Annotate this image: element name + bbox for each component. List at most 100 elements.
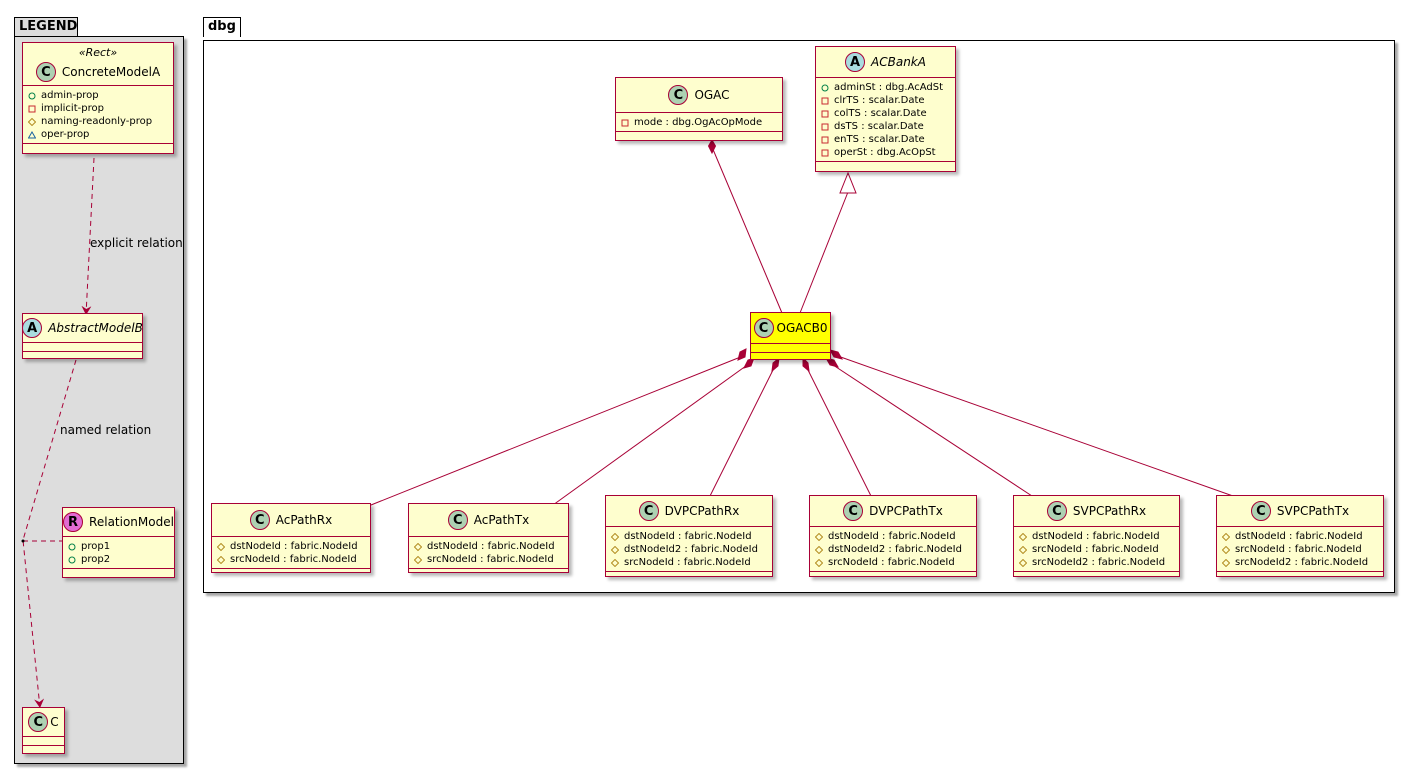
- class-c-icon: C: [28, 712, 49, 732]
- public-visibility-icon: [67, 556, 77, 564]
- dvpcpathtx-class[interactable]: C DVPCPathTx dstNodeId : fabric.NodeId d…: [809, 495, 977, 577]
- class-header: C AcPathRx: [212, 504, 370, 537]
- concrete-model-a-class[interactable]: «Rect» C ConcreteModelA admin-prop impli…: [22, 42, 174, 154]
- composition-diamond-4: [802, 356, 810, 373]
- operation-list: [63, 569, 174, 575]
- attribute-text: srcNodeId : fabric.NodeId: [230, 554, 357, 565]
- class-c-icon: C: [1046, 501, 1067, 521]
- attribute-text: srcNodeId2 : fabric.NodeId: [1235, 557, 1369, 568]
- acbanka-inheritance-triangle: [839, 171, 857, 194]
- class-header: C OGACB0: [751, 313, 830, 344]
- private-visibility-icon: [820, 110, 830, 118]
- class-name: DVPCPathTx: [869, 504, 943, 518]
- operation-list: [816, 162, 955, 168]
- protected-visibility-icon: [413, 555, 423, 564]
- ogac-composition-line: [711, 146, 783, 314]
- composition-acpathrx: [370, 355, 744, 506]
- composition-dvpcpathtx: [804, 363, 872, 497]
- attribute-row: srcNodeId : fabric.NodeId: [610, 556, 768, 569]
- attribute-row: srcNodeId2 : fabric.NodeId: [1221, 556, 1379, 569]
- attribute-text: naming-readonly-prop: [41, 116, 153, 127]
- attribute-row: prop1: [67, 540, 170, 553]
- composition-diamond-3: [771, 356, 780, 373]
- ogac-composition-diamond: [707, 139, 717, 155]
- attribute-text: dstNodeId : fabric.NodeId: [427, 541, 555, 552]
- attribute-text: adminSt : dbg.AcAdSt: [834, 82, 943, 93]
- attribute-row: colTS : scalar.Date: [820, 107, 951, 120]
- attribute-row: mode : dbg.OgAcOpMode: [620, 116, 778, 129]
- abstract-model-b-class[interactable]: A AbstractModelB: [22, 313, 143, 359]
- public-visibility-icon: [67, 543, 77, 551]
- attribute-row: operSt : dbg.AcOpSt: [820, 146, 951, 159]
- attribute-row: dstNodeId : fabric.NodeId: [814, 530, 972, 543]
- composition-diamond-5: [824, 357, 840, 368]
- attribute-text: dstNodeId : fabric.NodeId: [828, 531, 956, 542]
- attribute-list: admin-prop implicit-prop naming-readonly…: [23, 86, 173, 144]
- attribute-row: srcNodeId : fabric.NodeId: [1221, 543, 1379, 556]
- protected-visibility-icon: [610, 532, 620, 541]
- attribute-text: clrTS : scalar.Date: [834, 95, 925, 106]
- class-header: «Rect» C ConcreteModelA: [23, 43, 173, 86]
- composition-dvpcpathrx: [709, 363, 777, 497]
- attribute-text: dstNodeId2 : fabric.NodeId: [624, 544, 758, 555]
- class-name: AbstractModelB: [48, 321, 143, 335]
- attribute-row: adminSt : dbg.AcAdSt: [820, 81, 951, 94]
- acbanka-class[interactable]: A ACBankA adminSt : dbg.AcAdSt clrTS : s…: [815, 46, 956, 172]
- attribute-text: dsTS : scalar.Date: [834, 121, 924, 132]
- ogac-class[interactable]: C OGAC mode : dbg.OgAcOpMode: [615, 77, 783, 141]
- operation-list: [409, 569, 568, 575]
- attribute-row: oper-prop: [27, 128, 169, 141]
- attribute-text: operSt : dbg.AcOpSt: [834, 147, 936, 158]
- class-c-icon: C: [753, 318, 774, 338]
- attribute-list: adminSt : dbg.AcAdSt clrTS : scalar.Date…: [816, 78, 955, 162]
- class-c-icon: C: [249, 510, 270, 530]
- class-name: ConcreteModelA: [61, 65, 161, 79]
- operation-list: [23, 144, 173, 150]
- attribute-text: mode : dbg.OgAcOpMode: [634, 117, 763, 128]
- attribute-list: dstNodeId : fabric.NodeId srcNodeId : fa…: [1217, 527, 1383, 572]
- attribute-list: dstNodeId : fabric.NodeId srcNodeId : fa…: [212, 537, 370, 569]
- attribute-text: dstNodeId : fabric.NodeId: [624, 531, 752, 542]
- operation-list: [606, 572, 772, 578]
- attribute-row: srcNodeId : fabric.NodeId: [814, 556, 972, 569]
- attribute-text: colTS : scalar.Date: [834, 108, 927, 119]
- attribute-text: prop1: [81, 541, 111, 552]
- composition-svpcpathtx: [834, 354, 1234, 497]
- attribute-text: srcNodeId : fabric.NodeId: [624, 557, 751, 568]
- attribute-row: srcNodeId : fabric.NodeId: [216, 553, 366, 566]
- class-name: DVPCPathRx: [664, 504, 740, 518]
- c-class[interactable]: C C: [22, 707, 65, 754]
- attribute-row: implicit-prop: [27, 102, 169, 115]
- class-c-icon: C: [843, 501, 864, 521]
- acpathrx-class[interactable]: C AcPathRx dstNodeId : fabric.NodeId src…: [211, 503, 371, 573]
- class-name: C: [50, 715, 59, 729]
- class-c-icon: C: [447, 510, 468, 530]
- ogacb0-class[interactable]: C OGACB0: [750, 312, 831, 360]
- private-visibility-icon: [820, 123, 830, 131]
- class-c-icon: C: [638, 501, 659, 521]
- attribute-row: naming-readonly-prop: [27, 115, 169, 128]
- acpathtx-class[interactable]: C AcPathTx dstNodeId : fabric.NodeId src…: [408, 503, 569, 573]
- dvpcpathrx-class[interactable]: C DVPCPathRx dstNodeId : fabric.NodeId d…: [605, 495, 773, 577]
- class-name: OGACB0: [776, 321, 828, 335]
- relation-model-class[interactable]: R RelationModel prop1 prop2: [62, 507, 175, 578]
- attribute-text: implicit-prop: [41, 103, 104, 114]
- class-c-icon: C: [1250, 501, 1271, 521]
- class-header: C C: [23, 708, 64, 737]
- attribute-row: srcNodeId : fabric.NodeId: [413, 553, 564, 566]
- named-relation-label: named relation: [60, 423, 152, 437]
- attribute-text: srcNodeId2 : fabric.NodeId: [1032, 557, 1166, 568]
- legend-package-title: LEGEND: [19, 19, 78, 34]
- class-c-icon: C: [35, 62, 56, 82]
- private-visibility-icon: [27, 105, 37, 113]
- operation-list: [616, 132, 782, 138]
- protected-visibility-icon: [814, 558, 824, 567]
- svpcpathrx-class[interactable]: C SVPCPathRx dstNodeId : fabric.NodeId s…: [1013, 495, 1180, 577]
- attribute-list: dstNodeId : fabric.NodeId dstNodeId2 : f…: [606, 527, 772, 572]
- private-visibility-icon: [820, 97, 830, 105]
- class-header: C OGAC: [616, 78, 782, 113]
- svpcpathtx-class[interactable]: C SVPCPathTx dstNodeId : fabric.NodeId s…: [1216, 495, 1384, 577]
- attribute-row: dstNodeId : fabric.NodeId: [1221, 530, 1379, 543]
- relation-junction-dot: [21, 539, 25, 543]
- class-name: SVPCPathTx: [1276, 504, 1350, 518]
